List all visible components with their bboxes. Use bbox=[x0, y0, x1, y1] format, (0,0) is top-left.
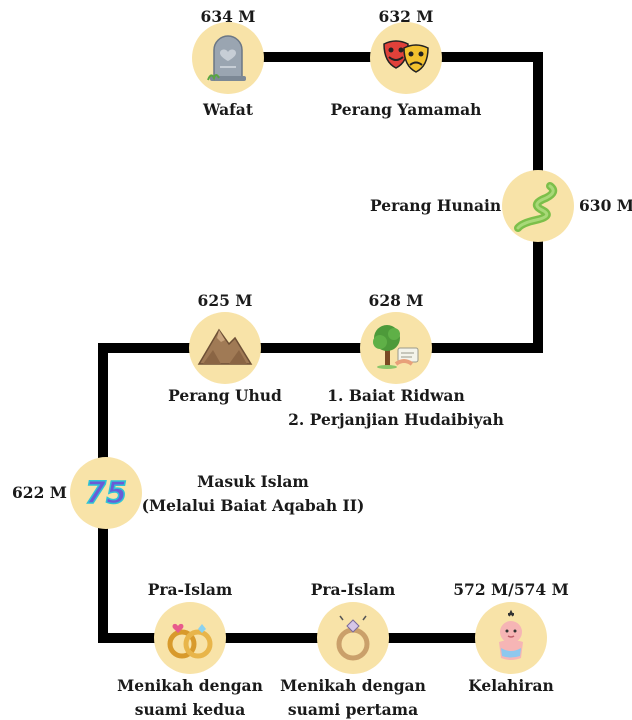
event-label-yamamah: Perang Yamamah bbox=[330, 100, 482, 119]
event-label-hudaibiyah-2: 2. Perjanjian Hudaibiyah bbox=[288, 410, 504, 429]
event-year-pertama: Pra-Islam bbox=[310, 580, 396, 599]
event-year-lahir: 572 M/574 M bbox=[453, 580, 569, 599]
event-node-hunain bbox=[502, 170, 574, 242]
theater-masks-icon bbox=[383, 40, 429, 73]
number-75-text: 75 bbox=[85, 476, 127, 511]
event-label-pertama-2: suami pertama bbox=[287, 700, 419, 719]
event-node-lahir bbox=[475, 602, 547, 674]
event-year-hudaibiyah: 628 M bbox=[368, 291, 424, 310]
event-label-hunain: Perang Hunain bbox=[370, 196, 502, 215]
event-node-islam: 75 bbox=[70, 457, 142, 529]
event-year-kedua: Pra-Islam bbox=[147, 580, 233, 599]
winding-road-icon bbox=[514, 182, 558, 232]
event-year-hunain: 630 M bbox=[579, 196, 632, 215]
event-label-kedua-1: Menikah dengan bbox=[117, 676, 263, 695]
event-year-islam: 622 M bbox=[12, 483, 67, 502]
event-label-islam-2: (Melalui Baiat Aqabah II) bbox=[141, 496, 365, 515]
event-year-uhud: 625 M bbox=[197, 291, 253, 310]
event-node-hudaibiyah bbox=[360, 312, 432, 384]
ring-icon bbox=[336, 615, 370, 661]
event-year-wafat: 634 M bbox=[200, 7, 256, 26]
event-node-yamamah bbox=[370, 22, 442, 94]
tree-handshake-icon bbox=[373, 325, 419, 369]
number-75-icon: 75 bbox=[84, 475, 127, 512]
two-rings-icon bbox=[167, 623, 213, 659]
baby-icon bbox=[499, 609, 523, 660]
tombstone-icon bbox=[207, 35, 246, 81]
event-node-kedua bbox=[154, 602, 226, 674]
event-node-uhud bbox=[189, 312, 261, 384]
event-label-hudaibiyah-1: 1. Baiat Ridwan bbox=[327, 386, 465, 405]
event-label-lahir: Kelahiran bbox=[468, 676, 554, 695]
mountain-icon bbox=[197, 328, 253, 365]
event-label-wafat: Wafat bbox=[203, 100, 253, 119]
event-label-islam-1: Masuk Islam bbox=[197, 472, 309, 491]
event-year-yamamah: 632 M bbox=[378, 7, 434, 26]
event-node-pertama bbox=[317, 602, 389, 674]
event-label-kedua-2: suami kedua bbox=[134, 700, 246, 719]
event-label-uhud: Perang Uhud bbox=[168, 386, 282, 405]
event-node-wafat bbox=[192, 22, 264, 94]
event-label-pertama-1: Menikah dengan bbox=[280, 676, 426, 695]
